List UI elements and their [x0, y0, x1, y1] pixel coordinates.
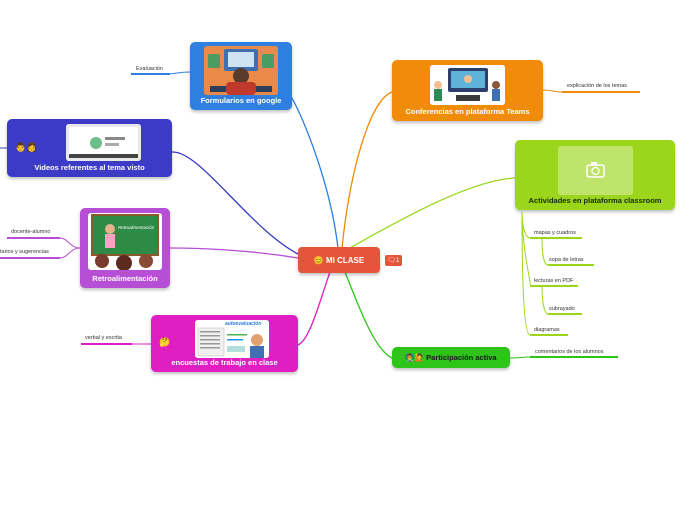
- retro-image: Retroalimentación: [88, 213, 162, 270]
- topic-videos[interactable]: 👨‍👩 Videos referentes al tema visto: [7, 119, 172, 177]
- encuestas-image-title: autoevaluación: [225, 321, 262, 327]
- topic-teams[interactable]: Conferencias en plataforma Teams: [392, 60, 543, 121]
- leaf-subrayado[interactable]: subrayado: [549, 306, 575, 312]
- central-topic-label: MI CLASE: [325, 256, 365, 265]
- central-topic[interactable]: 😊 MI CLASE: [298, 247, 380, 273]
- camera-icon: [586, 162, 605, 178]
- link-retro: [169, 247, 299, 259]
- link-videos: [171, 151, 301, 256]
- people-icon: 👨‍👩: [15, 142, 38, 152]
- videos-image: [66, 124, 141, 161]
- leaf-diagramas[interactable]: diagramas: [534, 327, 560, 333]
- topic-classroom[interactable]: Actividades en plataforma classroom: [515, 140, 675, 210]
- formularios-image: [204, 46, 278, 95]
- leaf-verbal-escrita[interactable]: verbal y escrita: [85, 335, 122, 341]
- topic-classroom-label: Actividades en plataforma classroom: [528, 196, 662, 205]
- encuestas-image: autoevaluación: [195, 320, 269, 358]
- retro-image-title: Retroalimentación: [118, 225, 155, 230]
- teams-image: [430, 65, 505, 105]
- comment-icon: 🗨: [387, 257, 396, 264]
- topic-participacion[interactable]: 👨‍🏫🙋 Participación activa: [392, 347, 510, 368]
- participants-icon: 👨‍🏫🙋: [405, 353, 425, 362]
- smiley-face-icon: 😊: [313, 256, 324, 265]
- topic-retro-label: Retroalimentación: [92, 274, 158, 283]
- leaf-comentarios-sugerencias[interactable]: tarios y sugerencias: [0, 249, 49, 255]
- classroom-image-placeholder: [558, 146, 633, 195]
- topic-formularios[interactable]: Formularios en google: [190, 42, 292, 110]
- link-encuestas: [297, 271, 331, 346]
- link-participacion: [344, 271, 393, 359]
- leaf-mapas-cuadros[interactable]: mapas y cuadros: [534, 230, 576, 236]
- topic-encuestas-label: encuestas de trabajo en clase: [171, 358, 278, 367]
- comment-count: 1: [395, 257, 400, 264]
- link-classroom: [347, 177, 516, 250]
- leaf-docente-alumno[interactable]: docente-alumno: [11, 229, 51, 235]
- thinking-face-icon: 🤔: [159, 337, 171, 347]
- leaf-evaluacion[interactable]: Evaluación: [136, 66, 163, 72]
- comment-badge[interactable]: 🗨1: [385, 255, 402, 266]
- leaf-comentarios-alumnos[interactable]: comentarios de los alumnos: [535, 349, 604, 355]
- topic-retro[interactable]: Retroalimentación Retroalimentación: [80, 208, 170, 288]
- topic-encuestas[interactable]: autoevaluación 🤔 encuestas de trabajo en…: [151, 315, 298, 372]
- topic-participacion-label: Participación activa: [426, 353, 497, 362]
- leaf-lecturas-pdf[interactable]: lecturas en PDF: [534, 278, 574, 284]
- topic-teams-label: Conferencias en plataforma Teams: [405, 107, 530, 116]
- link-teams: [341, 91, 393, 249]
- link-formularios: [289, 94, 339, 249]
- leaf-explicacion-temas[interactable]: explicación de los temas: [567, 83, 627, 89]
- topic-videos-label: Videos referentes al tema visto: [34, 163, 145, 172]
- leaf-sopa-letras[interactable]: sopa de letras: [549, 257, 584, 263]
- topic-formularios-label: Formularios en google: [200, 96, 282, 105]
